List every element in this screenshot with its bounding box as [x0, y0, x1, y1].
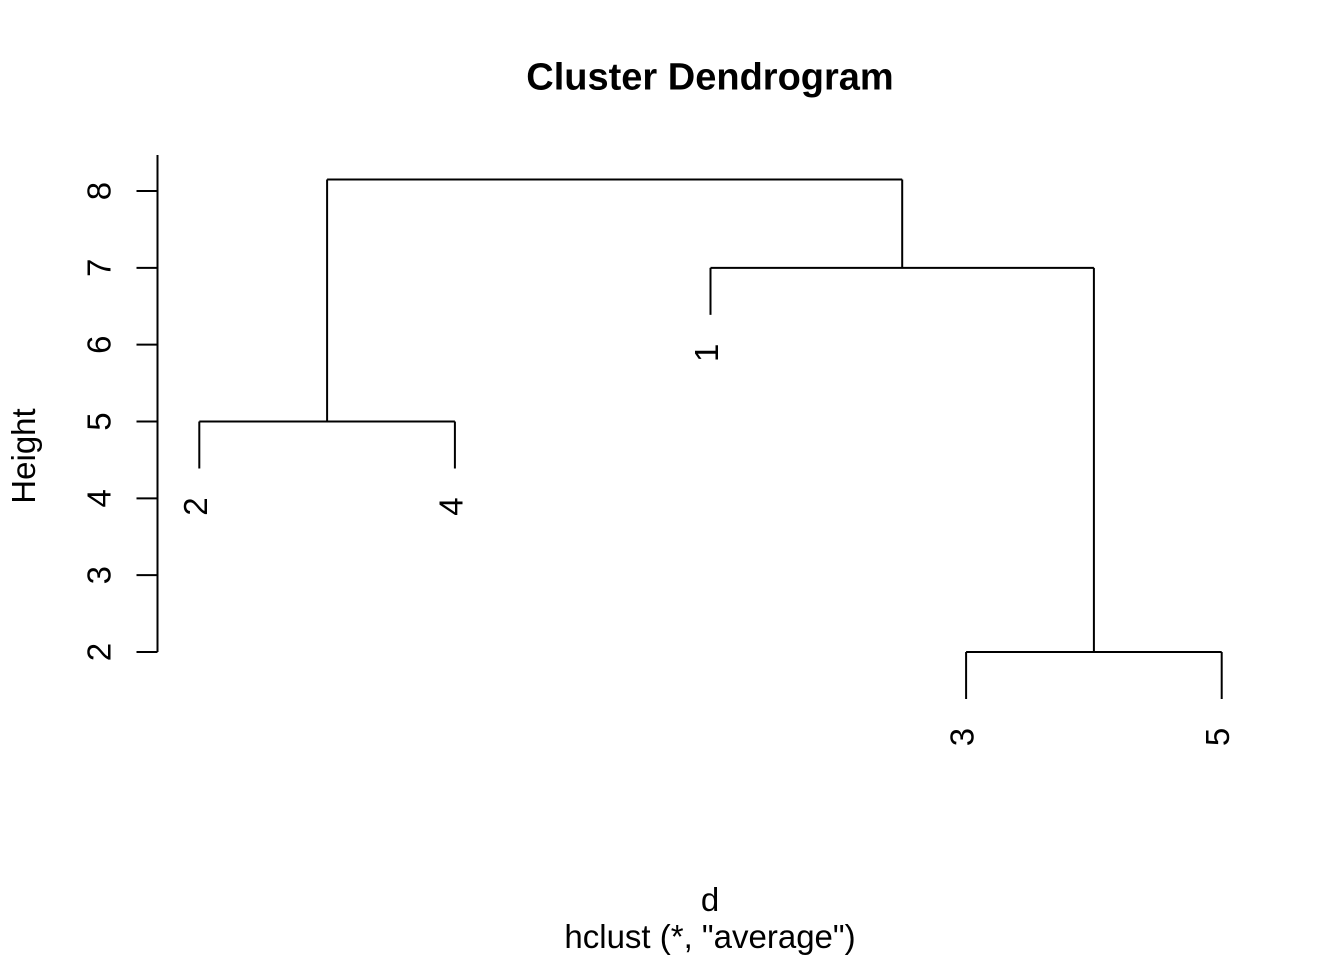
- leaf-label: 5: [1199, 728, 1236, 746]
- leaf-label: 3: [944, 728, 981, 746]
- leaf-label: 1: [688, 344, 725, 362]
- chart-title: Cluster Dendrogram: [526, 56, 894, 99]
- y-axis-tick-label: 7: [81, 259, 118, 277]
- y-axis-tick-label: 8: [81, 182, 118, 200]
- hclust-call-subtitle: hclust (*, "average"): [564, 918, 856, 955]
- y-axis-tick-label: 5: [81, 412, 118, 430]
- leaf-label: 4: [432, 497, 469, 515]
- y-axis-tick-label: 4: [81, 489, 118, 507]
- y-axis-tick-label: 3: [81, 566, 118, 584]
- x-axis-label: d: [700, 881, 720, 918]
- y-axis-tick-label: 2: [81, 643, 118, 661]
- leaf-label: 2: [177, 497, 214, 515]
- y-axis-tick-label: 6: [81, 336, 118, 354]
